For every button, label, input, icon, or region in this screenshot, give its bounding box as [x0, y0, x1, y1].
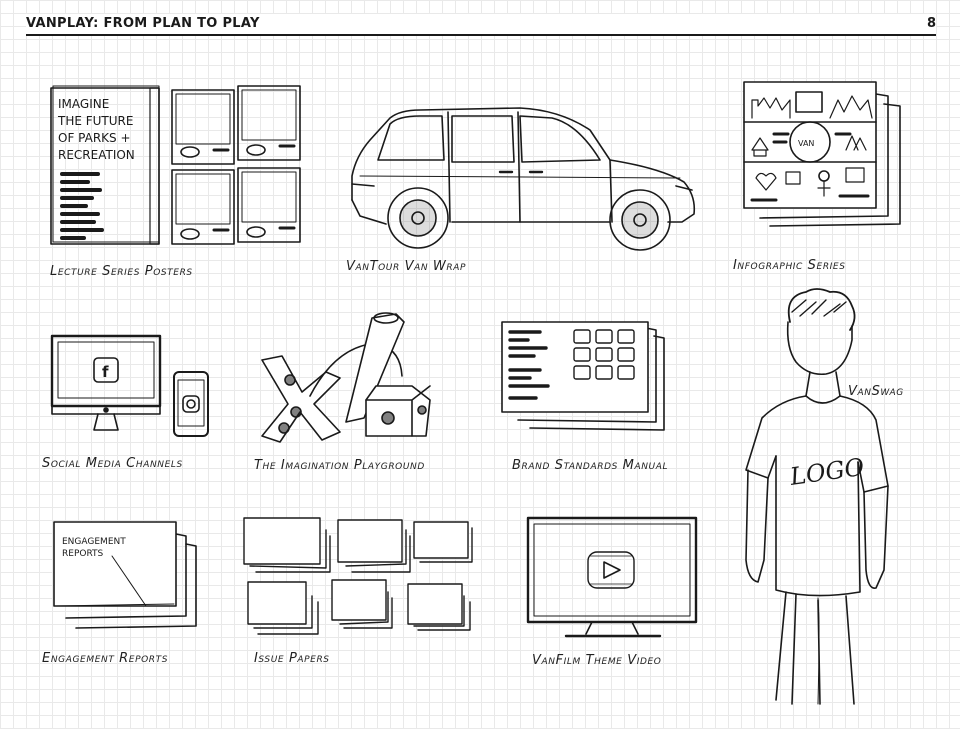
svg-text:f: f: [102, 363, 109, 381]
theme-video-illustration: [526, 516, 698, 638]
theme-video-caption: VanFilm Theme Video: [532, 653, 662, 668]
social-media-illustration: f: [50, 334, 209, 437]
small-posters: [171, 85, 301, 245]
page-number: 8: [926, 16, 936, 31]
playground-illustration: [261, 312, 431, 443]
van-illustration: [351, 107, 696, 251]
vanswag-illustration: LOGO: [745, 288, 889, 705]
report-cover-line-1: ENGAGEMENT: [62, 537, 126, 547]
infographic-illustration: VAN: [743, 81, 901, 227]
poster-text-lines: [60, 172, 104, 240]
poster-line-4: RECREATION: [58, 148, 135, 162]
poster-line-1: IMAGINE: [58, 97, 109, 111]
engagement-reports-caption: Engagement Reports: [42, 651, 169, 666]
poster-line-3: OF PARKS +: [58, 131, 131, 145]
van-wrap-caption: VanTour Van Wrap: [346, 259, 466, 274]
issue-papers-caption: Issue Papers: [254, 651, 330, 666]
poster-line-2: THE FUTURE: [57, 114, 133, 128]
playground-caption: The Imagination Playground: [254, 458, 425, 473]
lecture-posters-illustration: IMAGINE THE FUTURE OF PARKS + RECREATION: [50, 85, 301, 245]
engagement-reports-illustration: ENGAGEMENT REPORTS: [53, 521, 197, 629]
brand-manual-caption: Brand Standards Manual: [512, 458, 669, 473]
brand-manual-illustration: [501, 321, 665, 431]
shirt-logo-text: LOGO: [787, 453, 866, 491]
vanswag-caption: VanSwag: [848, 384, 904, 399]
infographic-caption: Infographic Series: [733, 258, 846, 273]
page-header: VANPLAY: FROM PLAN TO PLAY 8: [26, 14, 936, 36]
page-title: VANPLAY: FROM PLAN TO PLAY: [26, 16, 260, 31]
infographic-badge: VAN: [798, 139, 814, 148]
report-cover-line-2: REPORTS: [62, 549, 104, 559]
social-media-caption: Social Media Channels: [42, 456, 183, 471]
lecture-posters-caption: Lecture Series Posters: [50, 264, 193, 279]
issue-papers-illustration: [243, 517, 473, 635]
